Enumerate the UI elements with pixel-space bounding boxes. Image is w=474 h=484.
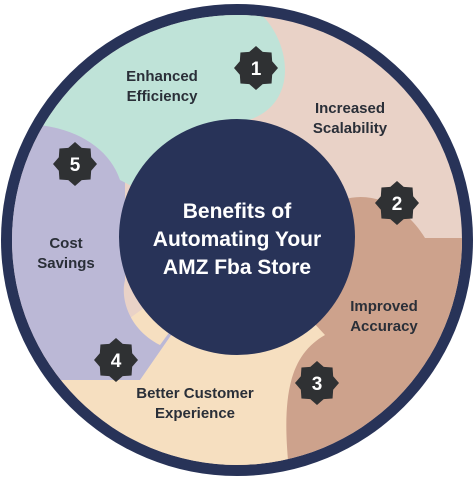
badge-1-shape	[234, 46, 278, 90]
center-title-line-2: Automating Your	[153, 228, 321, 251]
badge-3-icon: 3	[295, 361, 339, 405]
segment-2-label-line-1: Increased	[315, 100, 385, 117]
badge-1-icon: 1	[234, 46, 278, 90]
center-circle	[119, 119, 355, 355]
badge-4-icon: 4	[94, 338, 138, 382]
segment-5-label-line-1: Cost	[49, 235, 82, 252]
segment-5-label-line-2: Savings	[37, 255, 95, 272]
badge-3-number: 3	[312, 374, 323, 395]
segment-4-label-line-2: Experience	[155, 405, 235, 422]
segment-2-label-line-2: Scalability	[313, 120, 388, 137]
badge-5-shape	[53, 142, 97, 186]
segment-1-label-line-2: Efficiency	[127, 88, 199, 105]
segment-3-label-line-2: Accuracy	[350, 318, 418, 335]
badge-5-number: 5	[70, 155, 81, 176]
segment-1-label-line-1: Enhanced	[126, 68, 198, 85]
segment-3-label-line-1: Improved	[350, 298, 418, 315]
badge-5-icon: 5	[53, 142, 97, 186]
segment-4-label-line-1: Better Customer	[136, 385, 254, 402]
badge-1-number: 1	[251, 59, 262, 80]
center-title-line-3: AMZ Fba Store	[163, 256, 311, 279]
segment-5-area	[12, 125, 237, 380]
badge-3-shape	[295, 361, 339, 405]
badge-2-shape	[375, 181, 419, 225]
badge-4-shape	[94, 338, 138, 382]
badge-4-number: 4	[111, 351, 122, 372]
center-title-line-1: Benefits of	[183, 200, 293, 223]
badge-2-number: 2	[392, 194, 403, 215]
badge-2-icon: 2	[375, 181, 419, 225]
